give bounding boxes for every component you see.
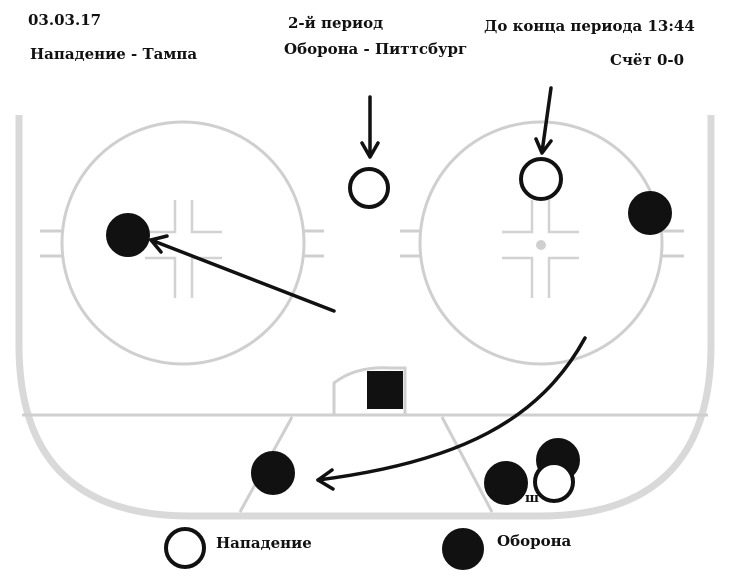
puck [367, 371, 403, 409]
legend-defense-symbol [442, 528, 484, 570]
game-date: 03.03.17 [28, 11, 102, 29]
player-marker-label: ш [525, 491, 539, 506]
offense-team: Нападение - Тампа [30, 45, 198, 63]
offense-player-center [348, 167, 390, 209]
period-label: 2-й период [288, 14, 384, 32]
defense-player-low-left [251, 451, 295, 495]
trapezoid-right-line [440, 416, 494, 513]
offense-player-corner [533, 461, 575, 503]
defense-player-left-circle [106, 213, 150, 257]
arrow-down-center [360, 95, 380, 159]
score-label: Счёт 0-0 [610, 51, 685, 69]
arrow-curved-to-low-defender [316, 336, 587, 491]
faceoff-dot-right [536, 240, 546, 250]
offense-player-right-circle [519, 157, 563, 201]
legend-offense-label: Нападение [216, 534, 312, 552]
arrow-down-right [534, 86, 553, 155]
arrow-to-left-defender [149, 234, 336, 313]
defense-team: Оборона - Питтсбург [284, 40, 468, 58]
left-faceoff-circle [40, 120, 324, 366]
right-faceoff-circle [400, 120, 684, 366]
legend-defense-label: Оборона [497, 532, 572, 550]
rink-boards [15, 115, 715, 520]
legend-offense-symbol [164, 527, 206, 569]
goal-crease [332, 366, 407, 415]
time-remaining: До конца периода 13:44 [484, 17, 695, 35]
defense-player-right-wing [628, 191, 672, 235]
defense-player-low-right-front [484, 461, 528, 505]
